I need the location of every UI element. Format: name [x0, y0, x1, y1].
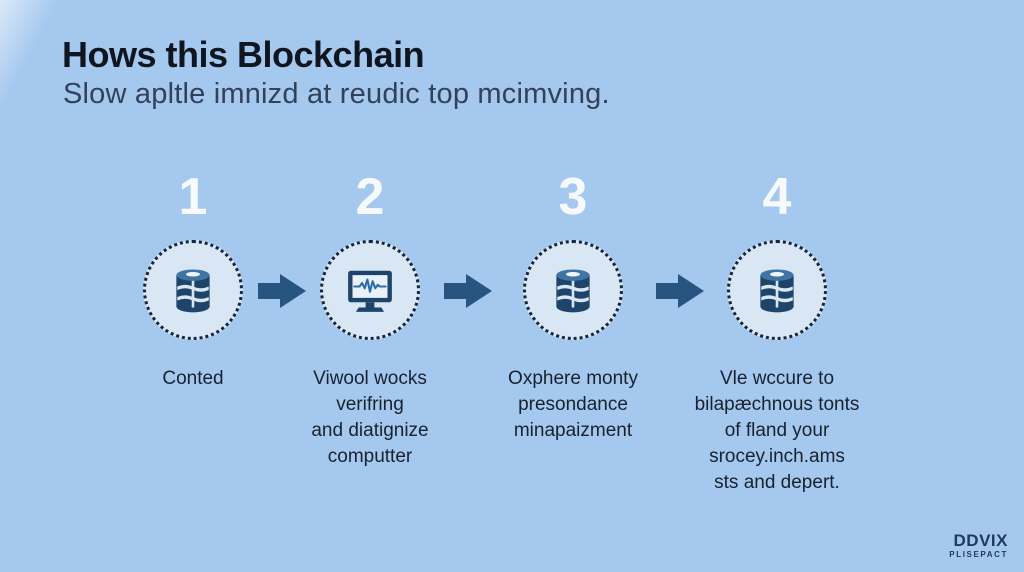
brand-name: DDVIX	[953, 531, 1008, 550]
database-icon	[165, 262, 221, 318]
page-title: Hows this Blockchain	[62, 34, 425, 75]
monitor-waveform-icon	[341, 262, 399, 318]
step-3-caption: Oxphere monty presondance minapaizment	[508, 368, 638, 441]
step-4: 4 Vle wccure to bilapæchnous tonts of fl…	[679, 168, 875, 496]
step-2-circle	[320, 240, 420, 340]
database-icon	[749, 262, 805, 318]
brand-logo: DDVIX PLISEPACT	[949, 532, 1008, 560]
page-subtitle: Slow apltle imnizd at reudic top mcimvin…	[63, 78, 610, 110]
step-3-circle	[523, 240, 623, 340]
flow-arrow-icon	[656, 270, 704, 312]
step-3: 3 Oxphere monty presondance minapaizment	[475, 168, 671, 444]
step-2-number: 2	[355, 168, 385, 226]
step-1: 1 Conted	[95, 168, 291, 392]
step-3-number: 3	[558, 168, 588, 226]
step-2: 2 Viwool wocks verifring and diatignize …	[272, 168, 468, 470]
step-4-caption: Vle wccure to bilapæchnous tonts of flan…	[694, 368, 860, 493]
flow-arrow-icon	[258, 270, 306, 312]
step-1-circle	[143, 240, 243, 340]
flow-arrow-icon	[444, 270, 492, 312]
step-1-caption: Conted	[162, 368, 224, 389]
step-4-number: 4	[762, 168, 792, 226]
step-1-number: 1	[178, 168, 208, 226]
step-4-circle	[727, 240, 827, 340]
brand-tagline: PLISEPACT	[949, 550, 1008, 559]
database-icon	[545, 262, 601, 318]
step-2-caption: Viwool wocks verifring and diatignize co…	[311, 368, 429, 467]
